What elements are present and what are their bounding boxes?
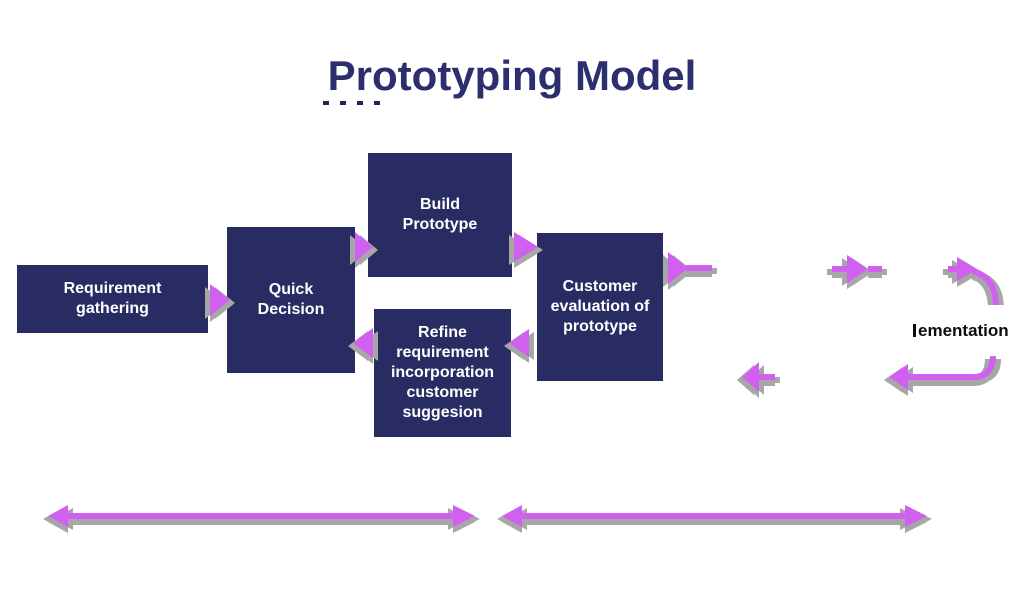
arrow-right-icon bbox=[514, 232, 538, 262]
arrow-line bbox=[868, 266, 882, 272]
span-line bbox=[518, 513, 908, 519]
implementation-label: ementation bbox=[911, 305, 1017, 356]
arrow-curve-out-of-implementation-icon bbox=[889, 355, 996, 390]
box-label: Customer evaluation of prototype bbox=[550, 278, 650, 335]
arrow-right-icon bbox=[355, 232, 373, 262]
label-text: ementation bbox=[918, 320, 1009, 340]
arrow-right-icon bbox=[453, 505, 475, 527]
page-title: Prototyping Model bbox=[327, 52, 697, 99]
arrow-line bbox=[758, 374, 775, 380]
arrow-right-icon bbox=[210, 284, 230, 316]
box-build-prototype: Build Prototype bbox=[368, 153, 512, 277]
box-quick-decision: Quick Decision bbox=[227, 227, 355, 373]
arrow-line bbox=[686, 265, 712, 271]
box-label: Quick Decision bbox=[257, 281, 325, 318]
arrow-left-icon bbox=[48, 505, 68, 527]
clipped-letter-fragment bbox=[913, 324, 916, 337]
arrow-left-icon bbox=[742, 362, 759, 392]
arrow-line bbox=[832, 266, 849, 272]
span-line bbox=[64, 513, 455, 519]
arrow-left-icon bbox=[353, 328, 373, 358]
box-requirement-gathering: Requirement gathering bbox=[17, 265, 208, 333]
arrow-left-icon bbox=[502, 505, 522, 527]
box-label: Build Prototype bbox=[402, 196, 478, 233]
box-refine-requirement: Refine requirement incorporation custome… bbox=[374, 309, 511, 437]
arrow-right-icon bbox=[668, 252, 688, 284]
box-label: Refine requirement incorporation custome… bbox=[390, 324, 495, 421]
title-underline-dot bbox=[323, 101, 329, 105]
box-customer-evaluation: Customer evaluation of prototype bbox=[537, 233, 663, 381]
box-label: Requirement gathering bbox=[63, 280, 162, 317]
arrow-curve-into-implementation-icon bbox=[948, 257, 999, 308]
arrow-right-icon bbox=[905, 505, 927, 527]
arrow-left-icon bbox=[509, 329, 529, 357]
title-underline-dot bbox=[357, 101, 363, 105]
title-underline-dot bbox=[374, 101, 380, 105]
arrow-right-icon bbox=[847, 255, 868, 283]
title-underline-dot bbox=[340, 101, 346, 105]
